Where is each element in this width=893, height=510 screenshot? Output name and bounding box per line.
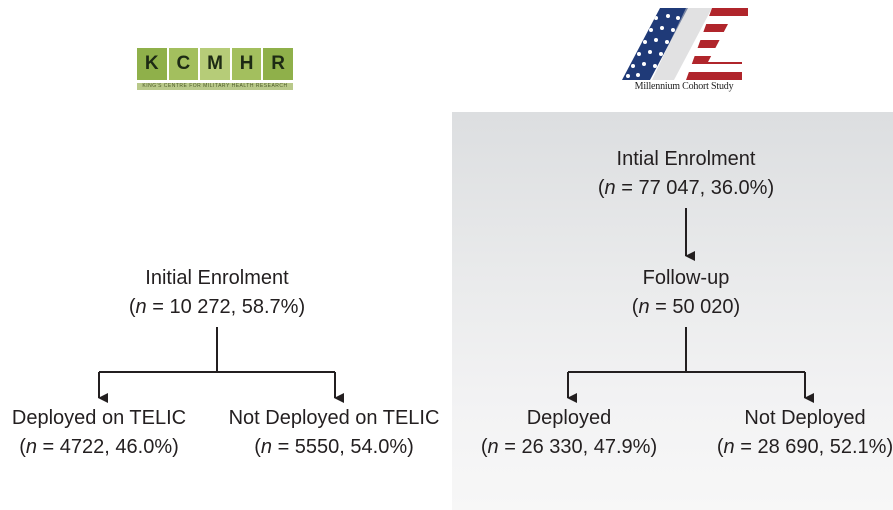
logo-letter: C (168, 48, 199, 80)
left-not-deployed-node: Not Deployed on TELIC (n = 5550, 54.0%) (229, 404, 440, 462)
logo-caption: Millennium Cohort Study (634, 81, 734, 92)
right-not-deployed-node: Not Deployed (n = 28 690, 52.1%) (717, 404, 893, 462)
right-deployed-node: Deployed (n = 26 330, 47.9%) (481, 404, 657, 462)
logo-letter: R (263, 48, 293, 80)
kcmhr-logo: K C M H R KING'S CENTRE FOR MILITARY HEA… (137, 48, 293, 94)
node-title: Intial Enrolment (616, 148, 756, 170)
node-title: Follow-up (642, 267, 730, 289)
flag-emblem-icon (622, 8, 748, 80)
left-deployed-node: Deployed on TELIC (n = 4722, 46.0%) (12, 404, 186, 462)
logo-letter: H (231, 48, 262, 80)
node-title: Deployed (526, 407, 612, 429)
millennium-cohort-logo: Millennium Cohort Study (616, 6, 752, 98)
node-count: (n = 28 690, 52.1%) (716, 436, 893, 458)
right-panel-background (452, 112, 893, 510)
right-initial-enrolment-node: Intial Enrolment (n = 77 047, 36.0%) (598, 145, 774, 203)
node-title: Initial Enrolment (145, 267, 289, 289)
node-count: (n = 77 047, 36.0%) (597, 177, 775, 199)
node-count: (n = 50 020) (631, 296, 741, 318)
node-title: Not Deployed on TELIC (228, 407, 440, 429)
node-count: (n = 5550, 54.0%) (254, 436, 414, 458)
logo-letter: K (137, 48, 167, 80)
logo-subtitle: KING'S CENTRE FOR MILITARY HEALTH RESEAR… (137, 83, 293, 90)
node-title: Not Deployed (744, 407, 866, 429)
node-title: Deployed on TELIC (11, 407, 187, 429)
right-followup-node: Follow-up (n = 50 020) (632, 264, 740, 322)
node-count: (n = 4722, 46.0%) (19, 436, 179, 458)
logo-letter: M (200, 48, 230, 80)
left-initial-enrolment-node: Initial Enrolment (n = 10 272, 58.7%) (129, 264, 305, 322)
node-count: (n = 26 330, 47.9%) (480, 436, 658, 458)
node-count: (n = 10 272, 58.7%) (128, 296, 306, 318)
